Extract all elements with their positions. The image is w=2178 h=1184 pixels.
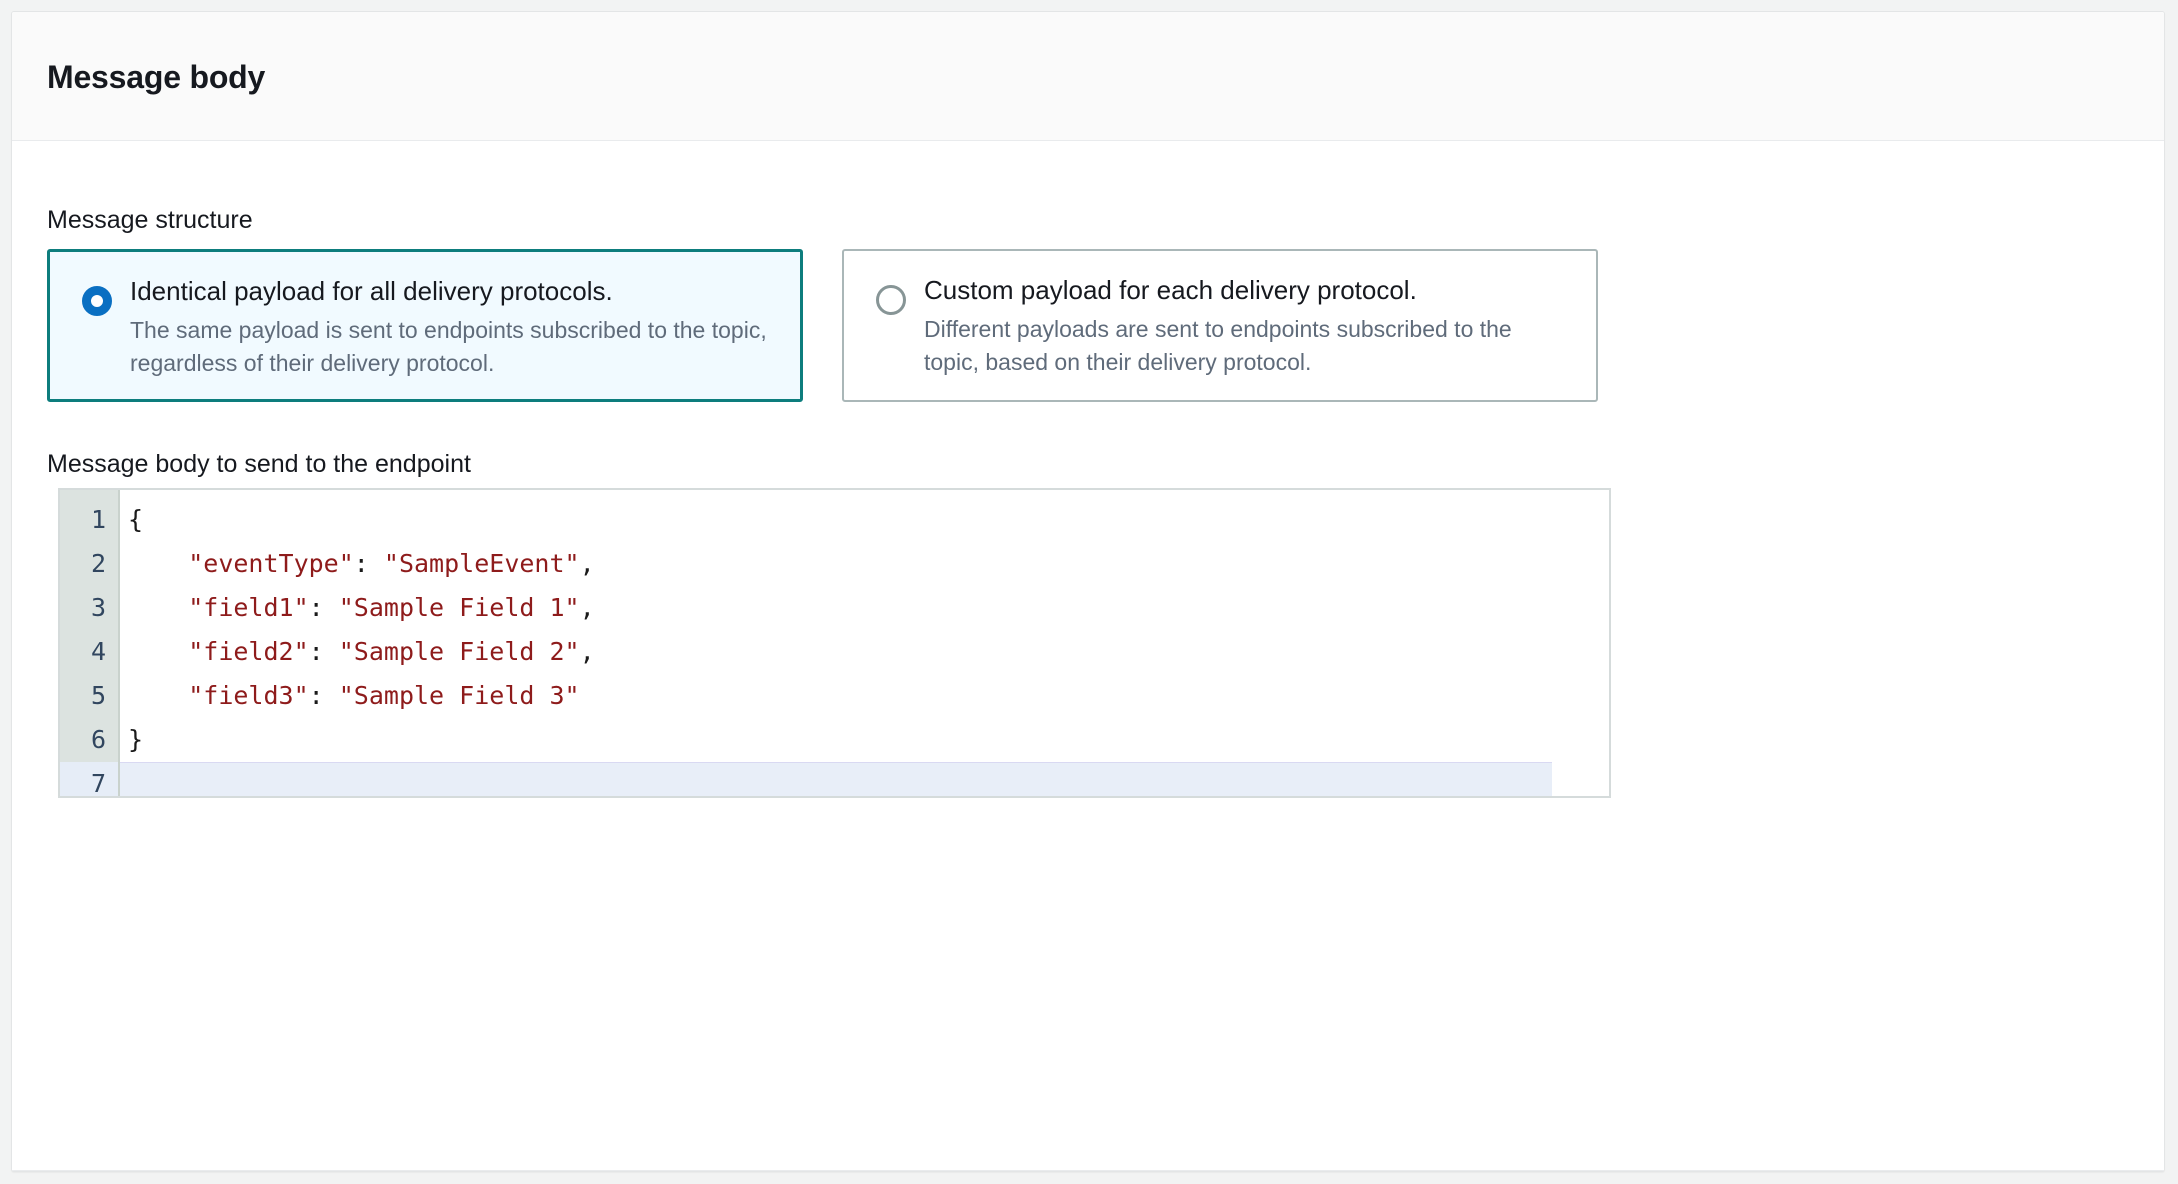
code-token-string: "Sample Field 2" <box>338 637 580 666</box>
code-editor-inner: 1 2 3 4 5 6 7 { "eventType": "SampleEvent", "f… <box>60 490 1609 796</box>
code-token-punctuation: , <box>579 637 595 666</box>
code-line[interactable]: } <box>120 718 1609 762</box>
code-token-string: "Sample Field 3" <box>338 681 580 710</box>
code-line[interactable]: "eventType": "SampleEvent", <box>120 542 1609 586</box>
code-token-string: "field3" <box>188 681 309 710</box>
code-token-string: "Sample Field 1" <box>338 593 580 622</box>
code-token-punctuation: } <box>128 725 144 754</box>
radio-card-custom-payload-text: Custom payload for each delivery protoco… <box>924 273 1576 378</box>
code-token-string: "SampleEvent" <box>383 549 580 578</box>
code-line-number: 2 <box>90 549 106 578</box>
code-token-punctuation: , <box>579 593 595 622</box>
code-line-number: 7 <box>60 762 118 796</box>
message-structure-label: Message structure <box>47 206 253 234</box>
code-editor-content[interactable]: { "eventType": "SampleEvent", "field1": … <box>120 490 1609 796</box>
code-token-punctuation <box>128 637 188 666</box>
radio-card-identical-payload-description: The same payload is sent to endpoints su… <box>130 317 767 376</box>
code-editor-gutter: 1 2 3 4 5 6 7 <box>60 490 120 796</box>
radio-card-custom-payload-title: Custom payload for each delivery protoco… <box>924 275 1417 305</box>
code-line-number: 3 <box>90 593 106 622</box>
message-body-code-editor[interactable]: 1 2 3 4 5 6 7 { "eventType": "SampleEvent", "f… <box>58 488 1611 798</box>
code-token-string: "eventType" <box>188 549 354 578</box>
code-line[interactable]: "field2": "Sample Field 2", <box>120 630 1609 674</box>
code-token-string: "field2" <box>188 637 309 666</box>
page-title: Message body <box>47 59 266 95</box>
code-line-number: 6 <box>90 725 106 754</box>
code-line[interactable]: "field3": "Sample Field 3" <box>120 674 1609 718</box>
code-line[interactable] <box>120 762 1552 796</box>
code-line[interactable]: "field1": "Sample Field 1", <box>120 586 1609 630</box>
radio-card-custom-payload-description: Different payloads are sent to endpoints… <box>924 316 1512 375</box>
radio-card-identical-payload[interactable]: Identical payload for all delivery proto… <box>47 249 803 402</box>
radio-selected-icon[interactable] <box>82 286 112 316</box>
radio-card-identical-payload-text: Identical payload for all delivery proto… <box>130 274 780 379</box>
code-token-punctuation: : <box>353 549 384 578</box>
code-token-punctuation <box>128 549 188 578</box>
radio-card-custom-payload[interactable]: Custom payload for each delivery protoco… <box>842 249 1598 402</box>
code-line[interactable]: { <box>120 498 1609 542</box>
panel-body: Message structure Identical payload for … <box>12 142 2164 1171</box>
code-token-punctuation: , <box>579 549 595 578</box>
message-body-panel: Message body Message structure Identical… <box>11 11 2165 1172</box>
message-body-field-label: Message body to send to the endpoint <box>47 450 471 478</box>
code-line-number: 4 <box>90 637 106 666</box>
panel-bottom-divider <box>12 1170 2164 1171</box>
code-token-punctuation: : <box>308 681 339 710</box>
code-line-number: 5 <box>90 681 106 710</box>
code-token-punctuation: : <box>308 593 339 622</box>
code-token-punctuation <box>128 593 188 622</box>
code-token-punctuation: : <box>308 637 339 666</box>
code-token-punctuation: { <box>128 505 144 534</box>
code-token-string: "field1" <box>188 593 309 622</box>
radio-unselected-icon[interactable] <box>876 285 906 315</box>
code-token-punctuation <box>128 681 188 710</box>
panel-header: Message body <box>12 12 2164 141</box>
radio-card-identical-payload-title: Identical payload for all delivery proto… <box>130 276 613 306</box>
code-line-number: 1 <box>90 505 106 534</box>
